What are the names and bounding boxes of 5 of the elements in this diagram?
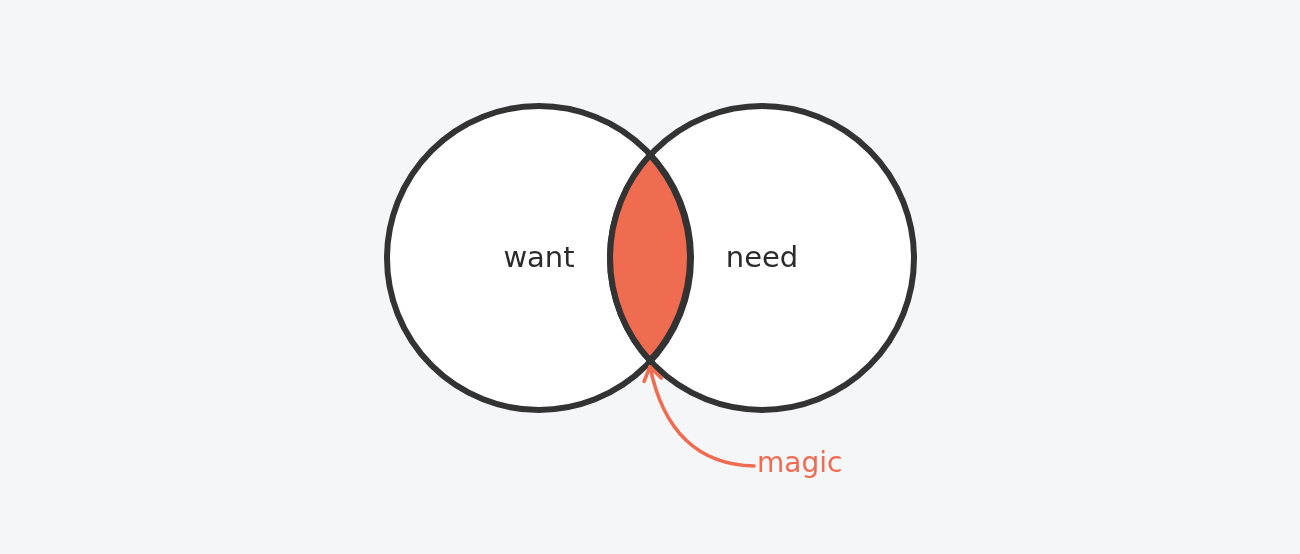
set-label: need bbox=[724, 240, 800, 274]
set-label: want bbox=[502, 240, 576, 274]
venn-circle bbox=[384, 103, 694, 413]
curved-arrow bbox=[642, 364, 756, 468]
callout-label: magic bbox=[757, 446, 844, 479]
